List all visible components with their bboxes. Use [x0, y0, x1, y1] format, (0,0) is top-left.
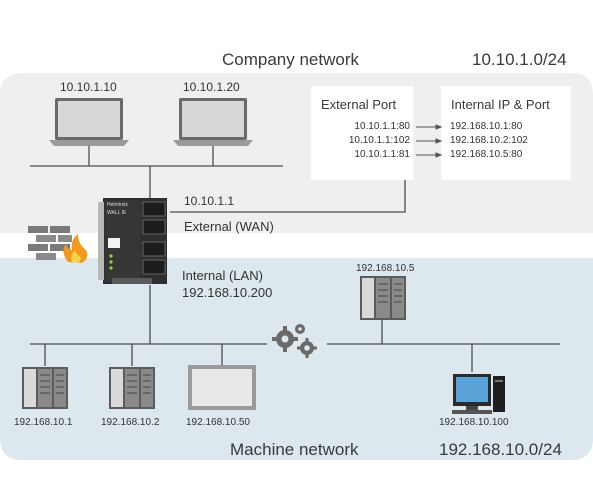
router-wan-label: External (WAN)	[184, 219, 274, 234]
laptop-2-ip: 10.10.1.20	[183, 80, 240, 94]
plc1-ip: 192.168.10.1	[14, 417, 73, 428]
router-wan-ip: 10.10.1.1	[184, 194, 235, 208]
company-subnet: 10.10.1.0/24	[472, 50, 567, 69]
machine-network-zone	[0, 258, 593, 460]
company-lines	[30, 145, 406, 213]
router-brand: Helmholz	[107, 202, 128, 208]
router-model: WALL IE	[107, 210, 127, 216]
internal-ip-header: Internal IP & Port	[451, 97, 550, 112]
plc2-ip: 192.168.10.2	[101, 417, 160, 428]
internal-ip-row-2: 192.168.10.2:102	[450, 135, 528, 146]
machine-lines	[30, 285, 560, 372]
hmi-panel-icon	[188, 365, 256, 410]
laptop-1-ip: 10.10.1.10	[60, 80, 117, 94]
company-network-title: Company network	[222, 50, 360, 69]
internal-ip-box	[441, 86, 571, 180]
external-port-row-3: 10.10.1.1:81	[354, 149, 410, 160]
external-port-header: External Port	[321, 97, 397, 112]
pc-workstation-icon	[452, 374, 505, 414]
internal-ip-row-1: 192.168.10.1:80	[450, 121, 523, 132]
plc-icon-2	[109, 367, 155, 409]
internal-ip-row-3: 192.168.10.5:80	[450, 149, 523, 160]
gears-icon	[272, 324, 317, 358]
hmi-ip: 192.168.10.50	[186, 417, 250, 428]
router-lan-ip: 192.168.10.200	[182, 285, 273, 300]
machine-subnet: 192.168.10.0/24	[439, 440, 562, 459]
plc-icon-5	[360, 276, 406, 320]
laptop-icon-2	[173, 98, 253, 146]
plc5-ip: 192.168.10.5	[356, 263, 415, 274]
router-device-icon	[98, 198, 167, 284]
external-port-row-2: 10.10.1.1:102	[348, 135, 410, 146]
laptop-icon-1	[49, 98, 129, 146]
pc-ip: 192.168.10.100	[439, 417, 509, 428]
external-port-row-1: 10.10.1.1:80	[354, 121, 410, 132]
plc-icon-1	[22, 367, 68, 409]
firewall-icon	[28, 226, 88, 263]
external-port-box	[311, 86, 413, 180]
router-lan-label: Internal (LAN)	[182, 268, 263, 283]
forwarding-arrows	[416, 124, 443, 158]
machine-network-title: Machine network	[230, 440, 359, 459]
